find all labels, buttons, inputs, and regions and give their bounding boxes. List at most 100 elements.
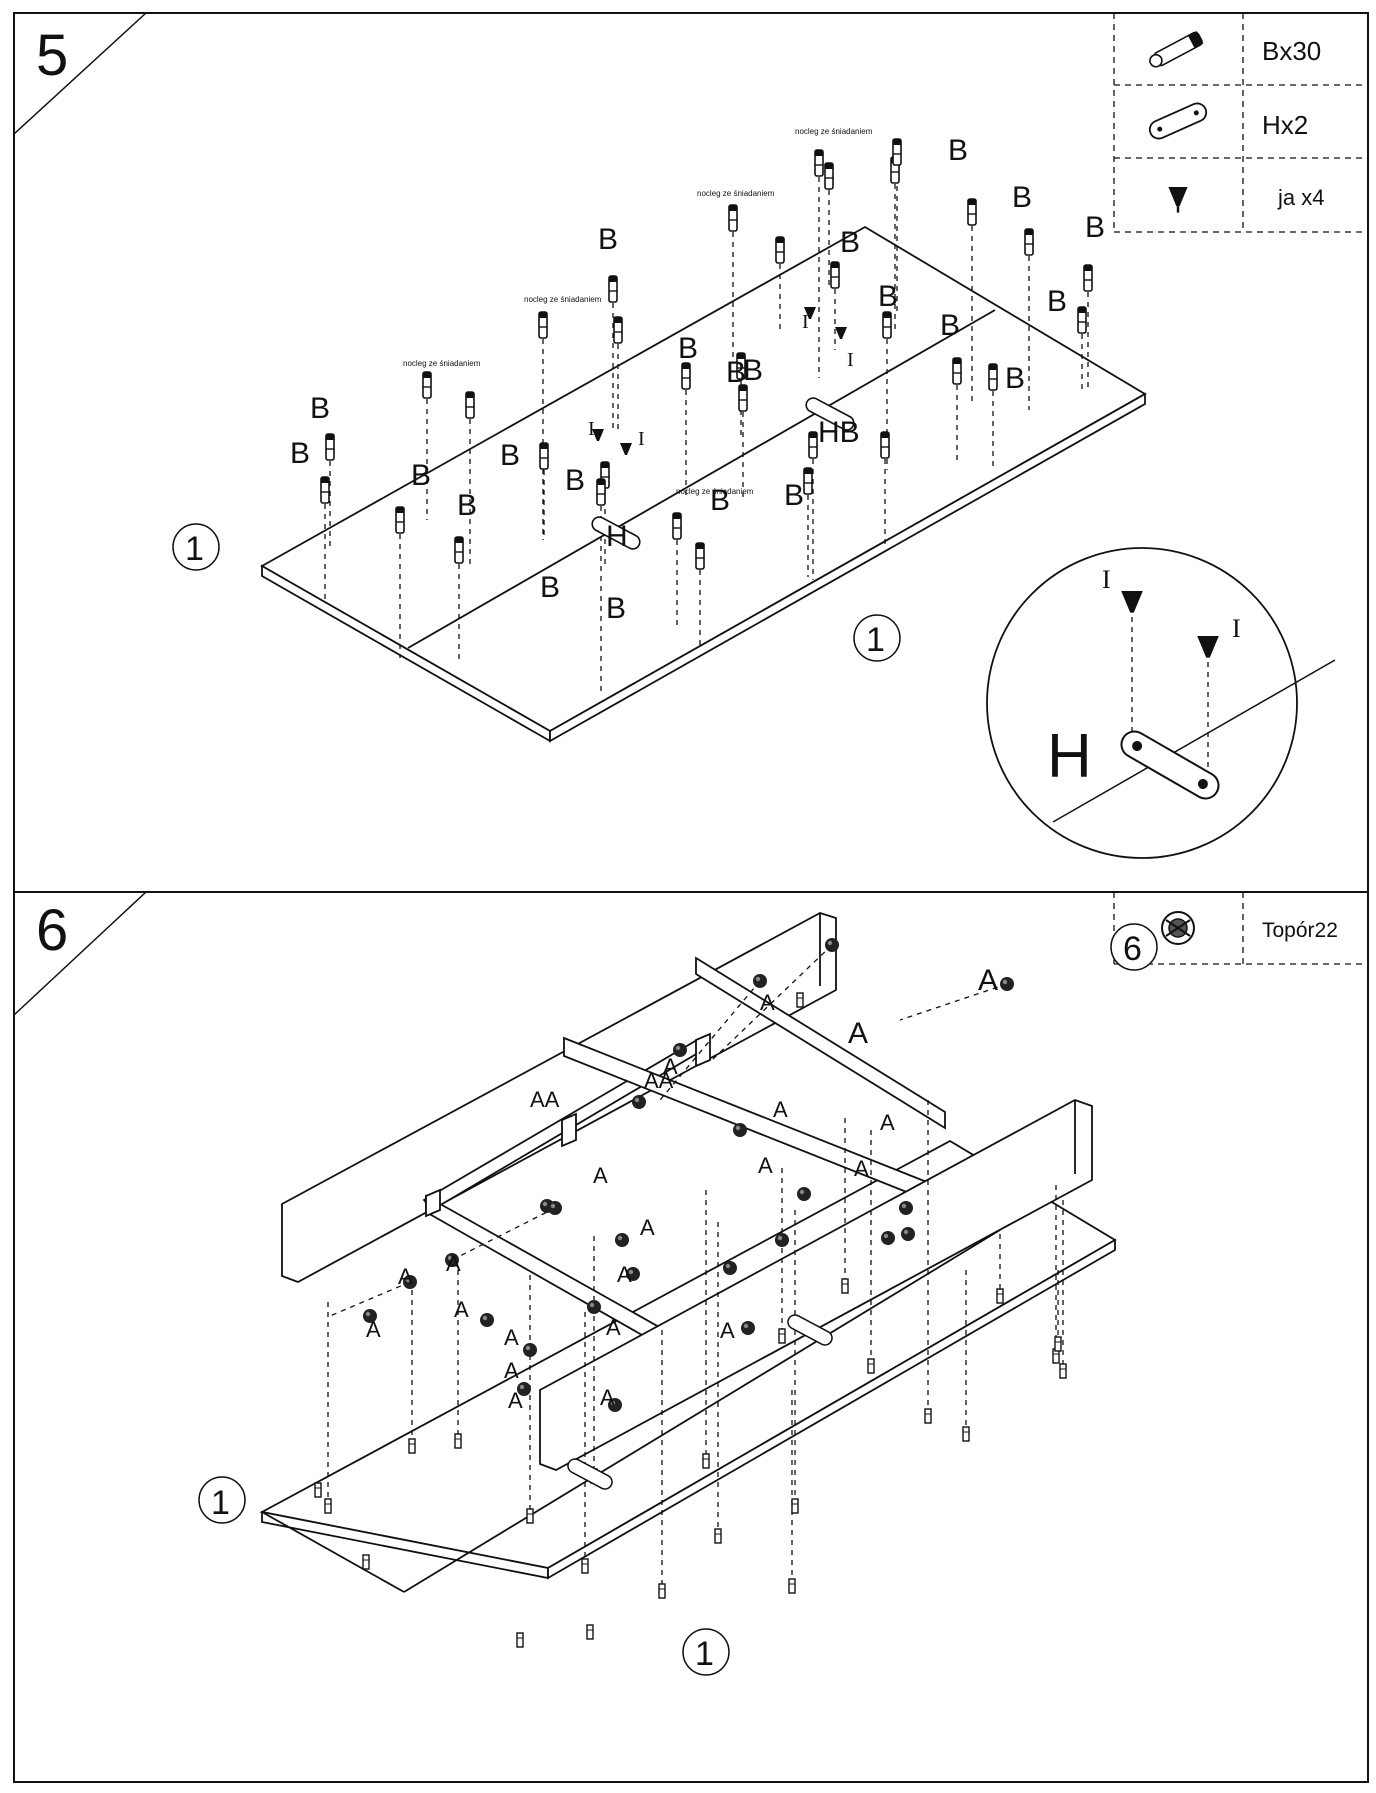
detail-label-i-2: I — [1232, 614, 1241, 643]
label-i-3: I — [802, 311, 809, 333]
label-b-19: B — [1085, 211, 1105, 244]
cam-19 — [741, 1321, 755, 1335]
step6-dashes — [327, 944, 1064, 1585]
cam-7 — [797, 1187, 811, 1201]
label-b-14: B — [726, 356, 746, 389]
cam-20 — [587, 1300, 601, 1314]
step6-plate-1 — [567, 1458, 613, 1490]
label-h: H — [606, 520, 628, 553]
detail-label-i-1: I — [1102, 565, 1111, 594]
bolt-34 — [1077, 306, 1087, 334]
label-hb: HB — [818, 416, 860, 449]
step5-panel-circle-right — [853, 614, 901, 662]
bolt-33 — [1083, 264, 1093, 292]
peg-10 — [788, 1578, 796, 1594]
label-a-14: A — [504, 1325, 519, 1350]
label-b-16: B — [878, 280, 898, 313]
label-a-7: A — [593, 1163, 608, 1188]
bolt-3 — [422, 371, 432, 399]
step5-detail-circle: H I I — [986, 547, 1336, 859]
step6-corner-slash — [13, 891, 147, 1016]
label-b-3: B — [290, 437, 310, 470]
step5-corner-slash — [13, 12, 147, 135]
bolt-18 — [775, 236, 785, 264]
small-note-4: nocleg ze śniadaniem — [795, 127, 873, 136]
step5-number: 5 — [36, 23, 68, 88]
step6-plate-2 — [787, 1314, 833, 1346]
dowel-cam-bolt-icon — [1149, 31, 1204, 68]
label-a-12: A — [454, 1297, 469, 1322]
peg-7 — [658, 1583, 666, 1599]
step6-frame — [13, 891, 1369, 1783]
step5-panel-label-right: 1 — [866, 621, 885, 659]
label-b-18: B — [1012, 181, 1032, 214]
step6-panel-label-left: 1 — [211, 1484, 230, 1522]
label-b-15: B — [840, 226, 860, 259]
step6-frame-circle — [1110, 923, 1158, 971]
detail-label-h: H — [1047, 722, 1092, 791]
cam-13 — [480, 1313, 494, 1327]
label-b-20: B — [1047, 285, 1067, 318]
bolt-24 — [824, 162, 834, 190]
bolt-31 — [952, 357, 962, 385]
peg-19 — [841, 1278, 849, 1294]
peg-11 — [791, 1498, 799, 1514]
label-a-3: A — [880, 1110, 895, 1135]
peg-14 — [962, 1426, 970, 1442]
small-note-5: nocleg ze śniadaniem — [676, 487, 754, 496]
step5-panel-label-left: 1 — [185, 530, 204, 568]
bolt-23 — [808, 431, 818, 459]
label-b-12: B — [540, 571, 560, 604]
label-a-large-1: A — [848, 1017, 868, 1050]
bolt-4 — [465, 391, 475, 419]
bolt-26 — [892, 138, 902, 166]
peg-1 — [324, 1498, 332, 1514]
legend-text-cams: Topór22 — [1262, 919, 1338, 942]
peg-extra-2 — [362, 1554, 370, 1570]
label-b-9: B — [743, 354, 763, 387]
legend-text-screws: ja x4 — [1277, 185, 1324, 210]
screw-icon — [1168, 187, 1188, 213]
label-b-22: B — [1005, 362, 1025, 395]
small-note-1: nocleg ze śniadaniem — [403, 359, 481, 368]
connector-plate-icon — [1148, 102, 1208, 140]
peg-3 — [454, 1433, 462, 1449]
cam-3 — [753, 974, 767, 988]
label-a-10: A — [398, 1264, 413, 1289]
peg-5 — [581, 1558, 589, 1574]
label-a-13: A — [366, 1317, 381, 1342]
label-a-2: A — [663, 1054, 678, 1079]
bolt-15 — [672, 512, 682, 540]
bolt-20 — [814, 149, 824, 177]
label-b-4: B — [411, 459, 431, 492]
step6-number: 6 — [36, 898, 68, 963]
small-note-3: nocleg ze śniadaniem — [697, 189, 775, 198]
peg-8 — [702, 1453, 710, 1469]
label-b-17: B — [948, 134, 968, 167]
bolt-27 — [882, 311, 892, 339]
label-b-6: B — [500, 439, 520, 472]
step5-plate-hb — [805, 397, 855, 431]
label-a-4: A — [773, 1097, 788, 1122]
label-b-1: B — [598, 223, 618, 256]
peg-13 — [924, 1408, 932, 1424]
label-a-9: A — [617, 1262, 632, 1287]
label-a-6: A — [854, 1156, 869, 1181]
bolt-8 — [539, 442, 549, 470]
bolt-7 — [538, 311, 548, 339]
step5-legend — [1113, 13, 1368, 233]
legend-text-plates: Hx2 — [1262, 110, 1308, 140]
bolt-12 — [596, 478, 606, 506]
label-a-18: A — [504, 1358, 519, 1383]
step5-plate-h — [591, 516, 641, 550]
bolt-30 — [1024, 228, 1034, 256]
step6-panel-circle-bottom — [682, 1628, 730, 1676]
bolt-13 — [681, 362, 691, 390]
bolt-1 — [325, 433, 335, 461]
peg-extra-3 — [516, 1632, 524, 1648]
cam-5 — [632, 1095, 646, 1109]
legend-text-bolts: Bx30 — [1262, 36, 1321, 66]
cam-16 — [723, 1261, 737, 1275]
step6-frame-label: 6 — [1123, 930, 1142, 968]
